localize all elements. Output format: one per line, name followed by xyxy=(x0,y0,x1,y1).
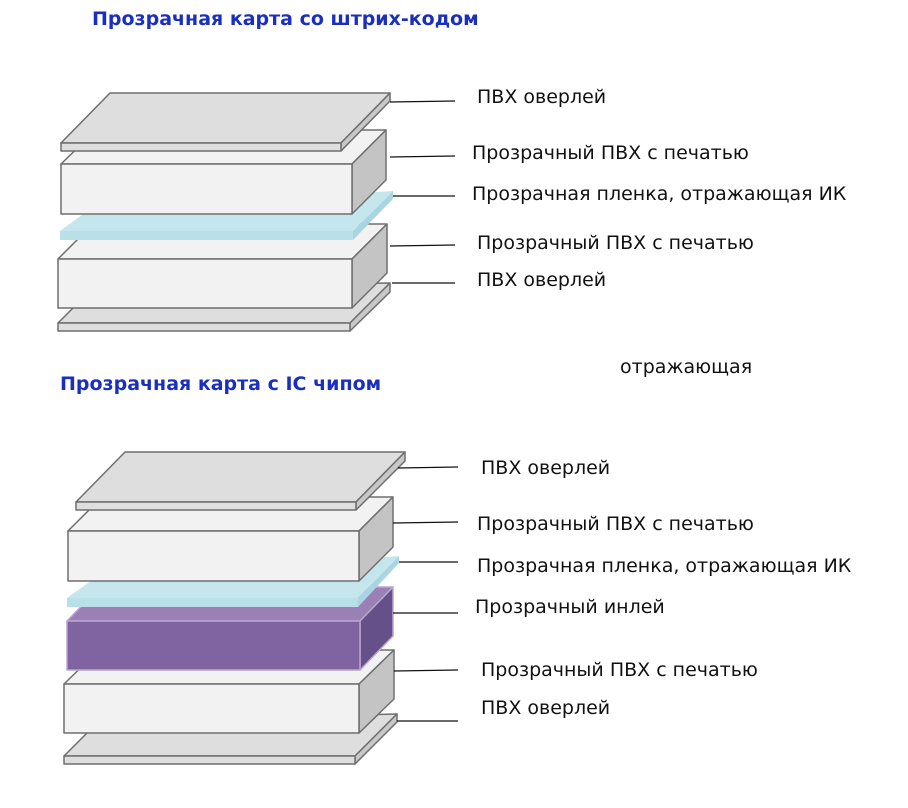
diagram1-leaders xyxy=(389,100,456,284)
diagram2-leaders xyxy=(392,466,459,722)
d1-label-ir-film: Прозрачная пленка, отражающая ИК xyxy=(472,183,847,205)
d1-label-top-overlay: ПВХ оверлей xyxy=(477,86,607,108)
d2-top-overlay-layer xyxy=(75,451,406,511)
stray-text: отражающая xyxy=(620,356,753,378)
diagram1-stack xyxy=(57,92,393,332)
d1-label-bottom-overlay: ПВХ оверлей xyxy=(477,269,607,291)
d2-label-printed-pvc-2: Прозрачный ПВХ с печатью xyxy=(481,659,758,681)
d1-label-printed-pvc-1: Прозрачный ПВХ с печатью xyxy=(472,142,749,164)
d1-top-overlay-layer xyxy=(60,92,391,152)
diagram1-title: Прозрачная карта со штрих-кодом xyxy=(92,8,479,30)
diagram2-stack xyxy=(63,451,406,765)
d2-label-top-overlay: ПВХ оверлей xyxy=(481,457,611,479)
diagram2-title: Прозрачная карта с IC чипом xyxy=(60,373,382,395)
d2-label-printed-pvc-1: Прозрачный ПВХ с печатью xyxy=(477,513,754,535)
d1-label-printed-pvc-2: Прозрачный ПВХ с печатью xyxy=(477,232,754,254)
d2-label-ir-film: Прозрачная пленка, отражающая ИК xyxy=(477,555,852,577)
d2-label-bottom-overlay: ПВХ оверлей xyxy=(481,697,611,719)
d2-label-inlay: Прозрачный инлей xyxy=(475,596,665,618)
